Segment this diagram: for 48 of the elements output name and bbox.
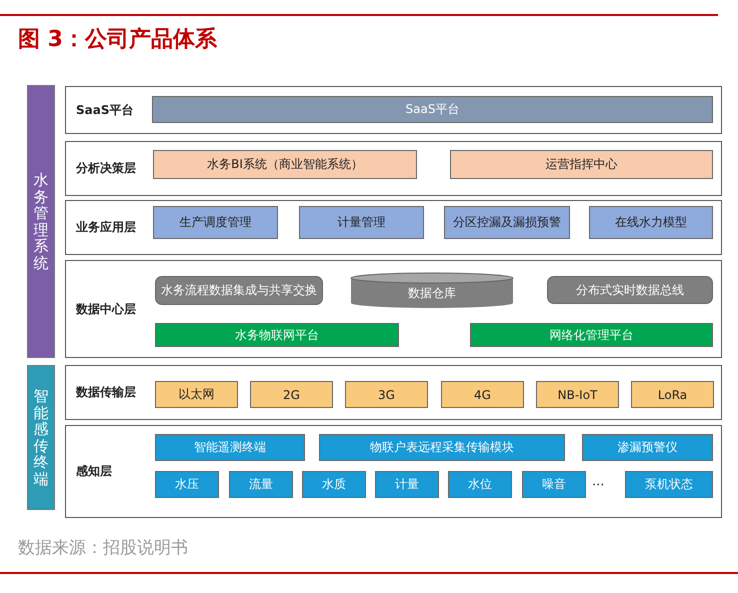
source-caption: 数据来源：招股说明书 (18, 537, 188, 559)
layer-panel (65, 141, 722, 196)
database-label: 数据仓库 (408, 284, 456, 302)
module-box: 水务BI系统（商业智能系统） (153, 150, 417, 179)
layer-panel (65, 260, 722, 358)
module-box: 4G (441, 381, 524, 408)
system-label: 智能感传终端 (34, 388, 48, 487)
module-box: 计量 (375, 471, 439, 498)
system-side-bar (27, 365, 55, 510)
layer-panel (65, 425, 722, 518)
module-box: 以太网 (155, 381, 238, 408)
layer-panel (65, 200, 722, 255)
layer-heading: 感知层 (76, 463, 112, 480)
module-box: 运营指挥中心 (450, 150, 713, 179)
layer-panel (65, 86, 722, 134)
module-box: 分布式实时数据总线 (547, 276, 713, 304)
module-box: 网络化管理平台 (470, 323, 713, 347)
module-box: 水压 (155, 471, 219, 498)
module-box: SaaS平台 (152, 96, 713, 123)
module-box: 在线水力模型 (589, 206, 713, 239)
layer-heading: 数据中心层 (76, 300, 136, 318)
module-box: 3G (345, 381, 428, 408)
module-box: 水质 (302, 471, 366, 498)
module-box: 水位 (448, 471, 512, 498)
module-box: 水务流程数据集成与共享交换 (155, 276, 323, 305)
module-box: 噪音 (522, 471, 586, 498)
module-box: 流量 (229, 471, 293, 498)
database-cylinder (350, 272, 514, 308)
module-box: NB-IoT (536, 381, 619, 408)
module-box: 物联户表远程采集传输模块 (319, 434, 565, 461)
module-box: 渗漏预警仪 (582, 434, 713, 461)
module-box: 计量管理 (299, 206, 424, 239)
system-label: 水务管理系统 (34, 172, 48, 271)
module-box: 智能遥测终端 (155, 434, 305, 461)
layer-heading: 业务应用层 (76, 219, 136, 236)
layer-heading: 分析决策层 (76, 160, 136, 177)
layer-heading: 数据传输层 (76, 384, 136, 401)
layer-heading: SaaS平台 (76, 102, 134, 118)
module-box: LoRa (631, 381, 714, 408)
layer-panel (65, 365, 722, 420)
system-side-bar (27, 85, 55, 358)
module-box: 水务物联网平台 (155, 323, 399, 347)
module-box: 生产调度管理 (153, 206, 278, 239)
module-box: 泵机状态 (625, 471, 713, 498)
ellipsis-mark: ··· (592, 478, 604, 493)
title: 图 3：公司产品体系 (18, 26, 217, 54)
module-box: 2G (250, 381, 333, 408)
module-box: 分区控漏及漏损预警 (444, 206, 570, 239)
